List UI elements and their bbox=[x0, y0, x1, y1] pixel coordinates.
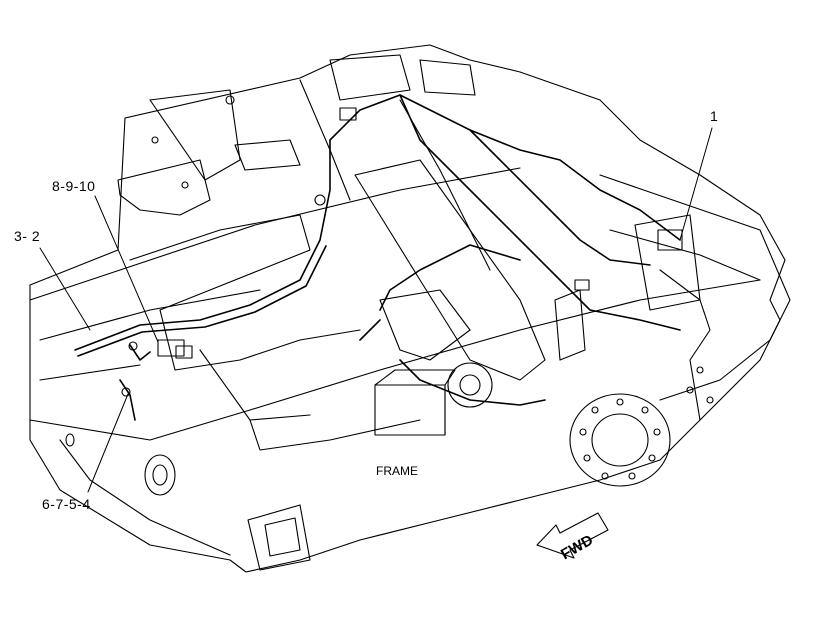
bolt-holes bbox=[579, 398, 661, 480]
bottom-mount bbox=[247, 504, 311, 571]
fwd-label: FWD bbox=[558, 531, 596, 563]
leader-line-3-2 bbox=[39, 247, 91, 331]
leader-line-6-7-5-4 bbox=[87, 393, 129, 493]
harness-connectors bbox=[121, 107, 683, 397]
left-side-rail bbox=[29, 167, 761, 441]
leader-line-1 bbox=[679, 127, 713, 241]
top-structure bbox=[234, 54, 476, 171]
frame-hole-left bbox=[65, 433, 75, 447]
callout-label-6-7-5-4: 6-7-5-4 bbox=[42, 496, 91, 512]
upper-left-bracket bbox=[117, 89, 241, 216]
frame-label: FRAME bbox=[376, 464, 418, 478]
callout-label-3-2: 3- 2 bbox=[14, 228, 41, 244]
wiring-harness bbox=[74, 94, 681, 421]
center-crossmember bbox=[129, 214, 361, 371]
center-hub bbox=[447, 362, 493, 408]
swing-bearing-plate bbox=[569, 393, 671, 487]
callout-label-8-9-10: 8-9-10 bbox=[52, 178, 96, 194]
rear-bracket bbox=[634, 214, 701, 311]
leader-line-8-9-10 bbox=[94, 195, 159, 343]
lower-left-hub bbox=[144, 454, 176, 496]
right-side-rail bbox=[599, 174, 791, 401]
callout-label-1: 1 bbox=[710, 108, 719, 124]
center-beam bbox=[354, 159, 546, 381]
forward-arrow: FWD bbox=[536, 512, 609, 563]
